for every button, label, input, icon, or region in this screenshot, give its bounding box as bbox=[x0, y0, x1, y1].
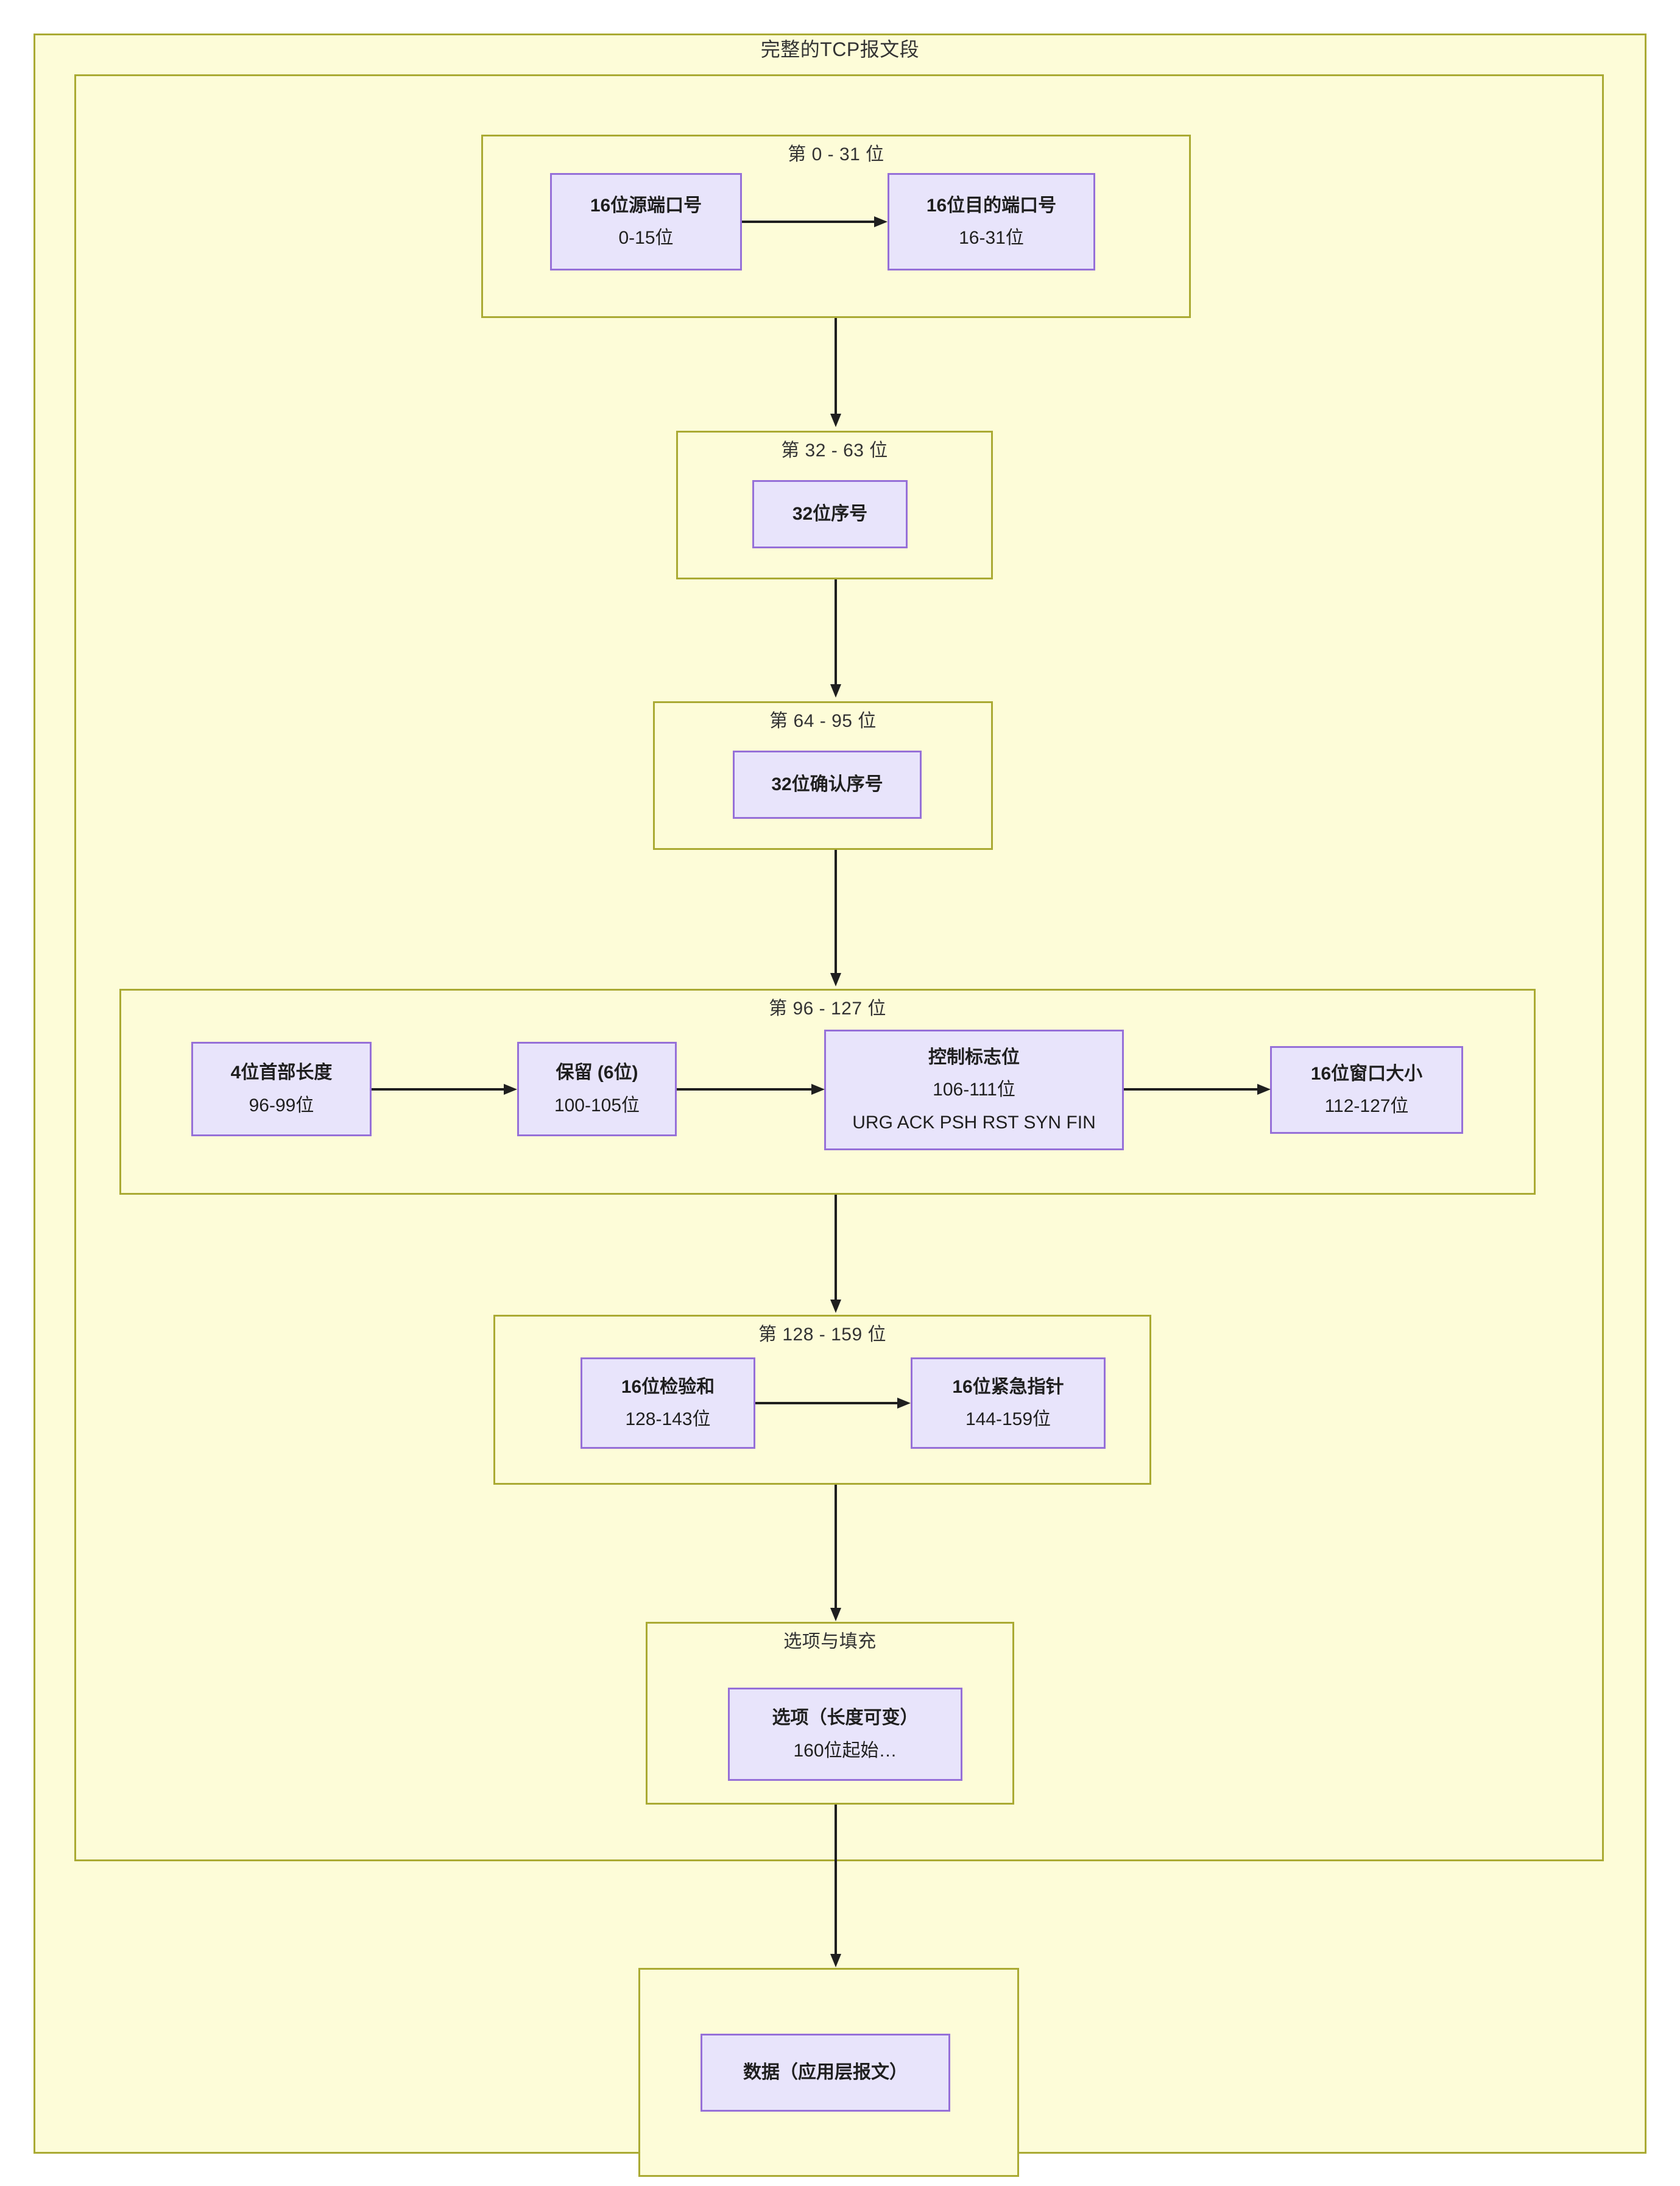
node-window-size-range: 112-127位 bbox=[1324, 1096, 1409, 1116]
cluster-bits-32-63 bbox=[676, 431, 993, 579]
node-checksum-range: 128-143位 bbox=[625, 1409, 711, 1429]
node-header-length-label: 4位首部长度 bbox=[230, 1063, 333, 1083]
node-window-size-label: 16位窗口大小 bbox=[1310, 1063, 1423, 1084]
cluster-bits-128-159-title: 第 128 - 159 位 bbox=[758, 1325, 886, 1345]
node-seq-number-label: 32位序号 bbox=[792, 504, 868, 525]
node-header-length-range: 96-99位 bbox=[249, 1095, 314, 1116]
node-urgent-pointer-range: 144-159位 bbox=[965, 1409, 1051, 1429]
node-urgent-pointer-label: 16位紧急指针 bbox=[952, 1376, 1064, 1397]
node-reserved-label: 保留 (6位) bbox=[556, 1063, 638, 1083]
node-urgent-pointer[interactable]: 16位紧急指针 144-159位 bbox=[911, 1357, 1106, 1449]
cluster-bits-64-95-title: 第 64 - 95 位 bbox=[769, 711, 877, 731]
node-payload[interactable]: 数据（应用层报文） bbox=[701, 2034, 950, 2112]
node-options-range: 160位起始… bbox=[793, 1740, 897, 1761]
node-dst-port[interactable]: 16位目的端口号 16-31位 bbox=[888, 173, 1095, 271]
cluster-bits-0-31-title: 第 0 - 31 位 bbox=[788, 144, 884, 164]
node-seq-number[interactable]: 32位序号 bbox=[752, 480, 908, 548]
cluster-bits-32-63-title: 第 32 - 63 位 bbox=[781, 440, 888, 461]
node-src-port-range: 0-15位 bbox=[618, 228, 674, 248]
node-ack-number[interactable]: 32位确认序号 bbox=[733, 751, 922, 819]
node-ack-number-label: 32位确认序号 bbox=[771, 774, 883, 795]
node-payload-label: 数据（应用层报文） bbox=[743, 2062, 908, 2083]
cluster-options-padding-title: 选项与填充 bbox=[783, 1632, 877, 1652]
cluster-tcp-header-wrapper bbox=[74, 74, 1604, 1861]
node-dst-port-label: 16位目的端口号 bbox=[926, 195, 1057, 216]
node-checksum-label: 16位检验和 bbox=[621, 1376, 715, 1397]
node-window-size[interactable]: 16位窗口大小 112-127位 bbox=[1270, 1046, 1463, 1134]
node-options[interactable]: 选项（长度可变） 160位起始… bbox=[728, 1688, 962, 1781]
node-reserved-range: 100-105位 bbox=[554, 1095, 640, 1116]
node-dst-port-range: 16-31位 bbox=[959, 228, 1024, 248]
node-control-flags-range: 106-111位 bbox=[933, 1080, 1015, 1100]
cluster-bits-96-127-title: 第 96 - 127 位 bbox=[769, 999, 886, 1019]
node-options-label: 选项（长度可变） bbox=[772, 1708, 919, 1728]
node-header-length[interactable]: 4位首部长度 96-99位 bbox=[191, 1042, 372, 1136]
node-src-port[interactable]: 16位源端口号 0-15位 bbox=[550, 173, 742, 271]
node-src-port-label: 16位源端口号 bbox=[590, 195, 702, 216]
node-reserved[interactable]: 保留 (6位) 100-105位 bbox=[517, 1042, 677, 1136]
node-checksum[interactable]: 16位检验和 128-143位 bbox=[581, 1357, 755, 1449]
node-control-flags-list: URG ACK PSH RST SYN FIN bbox=[852, 1112, 1096, 1133]
cluster-tcp-segment-title: 完整的TCP报文段 bbox=[760, 38, 920, 60]
node-control-flags-label: 控制标志位 bbox=[928, 1047, 1020, 1067]
node-control-flags[interactable]: 控制标志位 106-111位 URG ACK PSH RST SYN FIN bbox=[824, 1030, 1124, 1150]
